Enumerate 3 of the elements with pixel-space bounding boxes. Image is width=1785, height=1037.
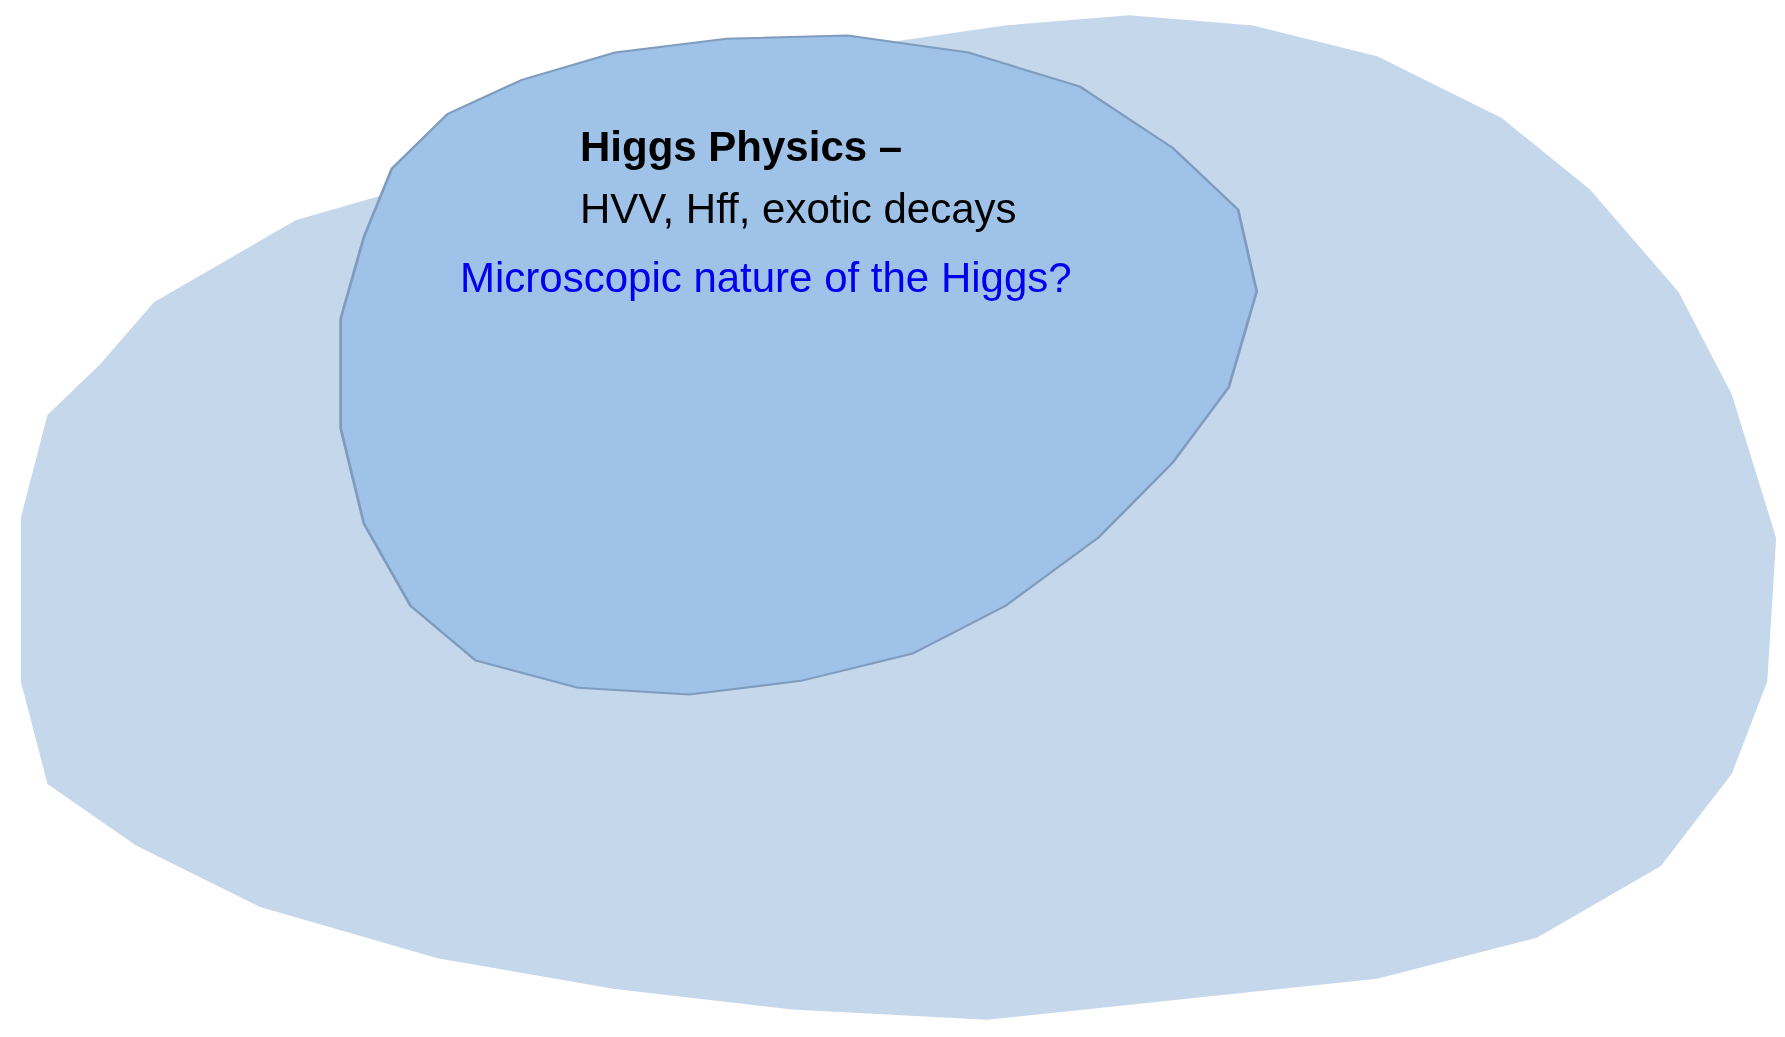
topic-list: HVV, Hff, exotic decays xyxy=(580,185,1017,234)
heading: Higgs Physics – xyxy=(580,123,903,172)
question-text: Microscopic nature of the Higgs? xyxy=(460,254,1072,303)
